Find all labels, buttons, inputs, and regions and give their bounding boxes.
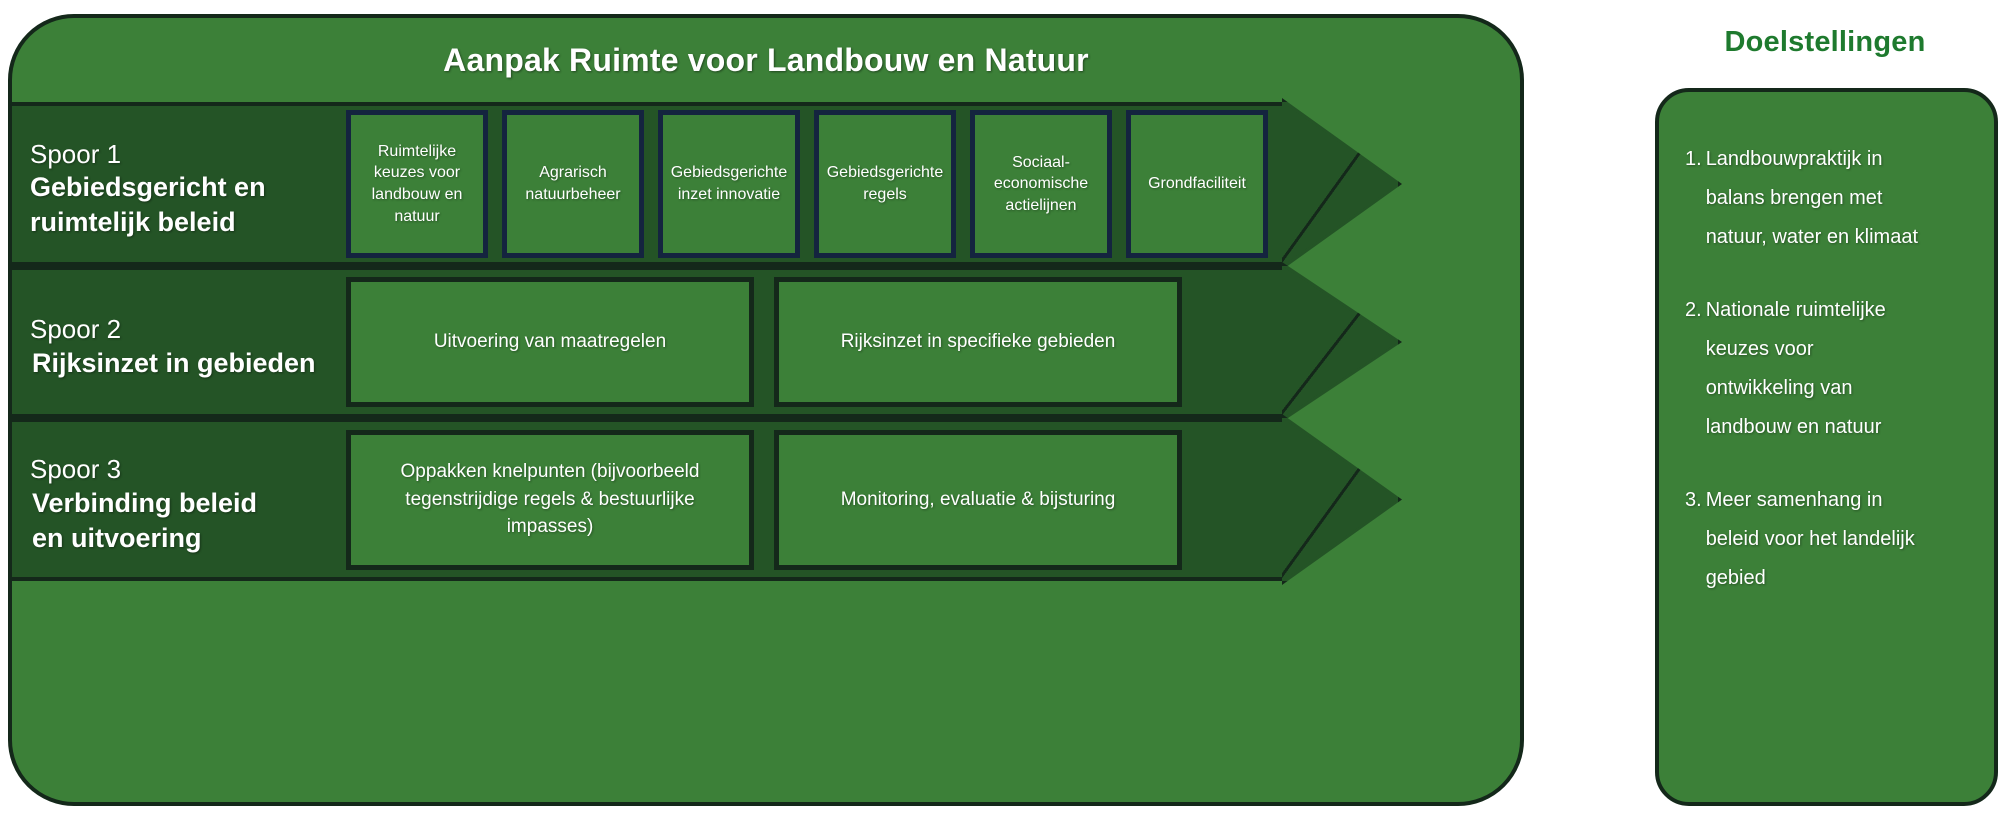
goal-item-2: 2. Nationale ruimtelijke keuzes voor ont… bbox=[1685, 291, 1972, 447]
box-ruimtelijke-keuzes[interactable]: Ruimtelijke keuzes voor landbouw en natu… bbox=[346, 110, 488, 258]
spoor-1-kicker: Spoor 1 bbox=[30, 138, 122, 169]
goal-2-number: 2. bbox=[1685, 299, 1702, 321]
goals-panel: 1. Landbouwpraktijk in balans brengen me… bbox=[1655, 88, 1998, 806]
box-uitvoering-van-maatregelen[interactable]: Uitvoering van maatregelen bbox=[346, 277, 754, 407]
box-agrarisch-natuurbeheer[interactable]: Agrarisch natuurbeheer bbox=[502, 110, 644, 258]
spoor-1-boxes: Ruimtelijke keuzes voor landbouw en natu… bbox=[344, 106, 1282, 262]
spoor-1-arrowhead-icon bbox=[1282, 98, 1402, 270]
goal-1-number: 1. bbox=[1685, 148, 1702, 170]
spoor-row-3: Spoor 3 Verbinding beleid en uitvoering … bbox=[12, 418, 1282, 581]
box-sociaal-economische-actielijnen[interactable]: Sociaal- economische actielijnen bbox=[970, 110, 1112, 258]
goals-heading: Doelstellingen bbox=[1724, 26, 1926, 58]
goal-3-number: 3. bbox=[1685, 489, 1702, 511]
spoor-3-kicker: Spoor 3 bbox=[30, 454, 122, 485]
spoor-rows-container: Spoor 1 Gebiedsgericht en ruimtelijk bel… bbox=[12, 98, 1520, 585]
box-oppakken-knelpunten[interactable]: Oppakken knelpunten (bijvoorbeeld tegens… bbox=[346, 429, 754, 570]
spoor-3-boxes: Oppakken knelpunten (bijvoorbeeld tegens… bbox=[344, 422, 1282, 577]
spoor-1-arrow-wrapper: Spoor 1 Gebiedsgericht en ruimtelijk bel… bbox=[12, 98, 1402, 270]
goal-item-3: 3. Meer samenhang in beleid voor het lan… bbox=[1685, 481, 1972, 598]
spoor-3-arrowhead-icon bbox=[1282, 414, 1402, 585]
spoor-2-label: Spoor 2 Rijksinzet in gebieden bbox=[12, 270, 344, 414]
spoor-2-boxes: Uitvoering van maatregelen Rijksinzet in… bbox=[344, 270, 1282, 414]
spoor-row-1: Spoor 1 Gebiedsgericht en ruimtelijk bel… bbox=[12, 102, 1282, 266]
spoor-3-arrow-wrapper: Spoor 3 Verbinding beleid en uitvoering … bbox=[12, 414, 1402, 585]
box-monitoring-evaluatie-bijsturing[interactable]: Monitoring, evaluatie & bijsturing bbox=[774, 429, 1182, 570]
spoor-row-2: Spoor 2 Rijksinzet in gebieden Uitvoerin… bbox=[12, 266, 1282, 418]
spoor-2-arrowhead-icon bbox=[1282, 262, 1402, 422]
spoor-2-kicker: Spoor 2 bbox=[30, 314, 122, 345]
goal-3-text: Meer samenhang in beleid voor het landel… bbox=[1705, 489, 1915, 589]
box-grondfaciliteit[interactable]: Grondfaciliteit bbox=[1126, 110, 1268, 258]
main-approach-panel: Aanpak Ruimte voor Landbouw en Natuur Sp… bbox=[8, 14, 1524, 806]
goal-item-1: 1. Landbouwpraktijk in balans brengen me… bbox=[1685, 140, 1972, 257]
box-rijksinzet-specifieke-gebieden[interactable]: Rijksinzet in specifieke gebieden bbox=[774, 277, 1182, 407]
goal-1-text: Landbouwpraktijk in balans brengen met n… bbox=[1705, 148, 1919, 248]
spoor-2-title: Rijksinzet in gebieden bbox=[32, 347, 316, 378]
spoor-1-title: Gebiedsgericht en ruimtelijk beleid bbox=[30, 172, 266, 238]
spoor-3-label: Spoor 3 Verbinding beleid en uitvoering bbox=[12, 422, 344, 577]
spoor-1-label: Spoor 1 Gebiedsgericht en ruimtelijk bel… bbox=[12, 106, 344, 262]
goal-2-text: Nationale ruimtelijke keuzes voor ontwik… bbox=[1705, 299, 1886, 438]
box-gebiedsgerichte-regels[interactable]: Gebiedsgerichte regels bbox=[814, 110, 956, 258]
box-gebiedsgerichte-inzet-innovatie[interactable]: Gebiedsgerichte inzet innovatie bbox=[658, 110, 800, 258]
spoor-2-arrow-wrapper: Spoor 2 Rijksinzet in gebieden Uitvoerin… bbox=[12, 262, 1402, 422]
page-title: Aanpak Ruimte voor Landbouw en Natuur bbox=[443, 42, 1089, 78]
spoor-3-title: Verbinding beleid en uitvoering bbox=[32, 487, 258, 553]
